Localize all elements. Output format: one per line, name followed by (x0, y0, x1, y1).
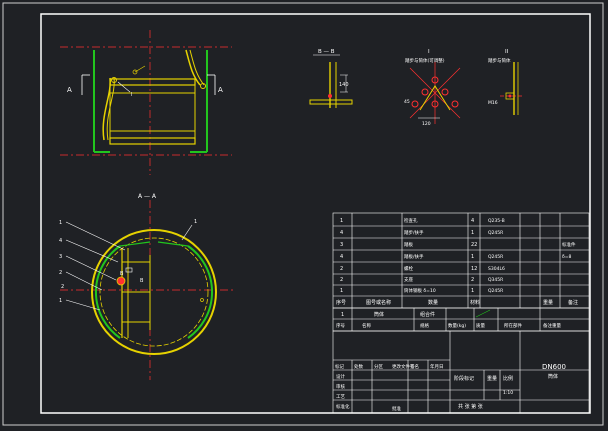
bom-row-no: 2 (340, 277, 343, 283)
bom-row-qty: 4 (471, 218, 474, 224)
bom-row-material: Q245R (488, 254, 503, 260)
plan-dim-left: 2 (61, 284, 64, 290)
detail-1: I 踏步与筒体(可调整) 45 120 (404, 49, 461, 127)
bom-column-labels: 序号 名称 规格 数量(kg) 质量 所在部件 备注重量 (336, 322, 561, 329)
detail2-dimension: M16 (488, 100, 498, 106)
role-label: 标准化 (336, 403, 350, 410)
bom-column-label: 名称 (362, 322, 371, 329)
bom-row-name: 筒体钢板 δ=10 (404, 287, 436, 294)
detail2-title: II (505, 49, 509, 55)
stage-label: 阶段标记 (454, 375, 474, 382)
bom-row-note: 标准件 (562, 241, 576, 248)
bom-row-material: Q245R (488, 288, 503, 294)
plan-callout-3: 3 (59, 254, 62, 260)
bom-column-label: 所在部件 (504, 322, 522, 329)
bom-column-label: 质量 (476, 322, 485, 329)
bom-row-qty: 1 (471, 230, 474, 236)
bom-row-name: 踏板/扶手 (404, 253, 424, 260)
revision-label: 标记 (335, 363, 344, 370)
detail1-dim-a: 45 (404, 99, 410, 105)
scale-label: 比例 (503, 375, 513, 382)
front-view: A A I (60, 30, 232, 175)
bom-row-qty: 2 (471, 277, 474, 283)
plan-callout-4: 2 (59, 270, 62, 276)
bom-header-weight: 重量 (543, 299, 553, 306)
bom-column-label: 序号 (336, 322, 345, 329)
sheet-count: 共 张 第 张 (458, 403, 483, 410)
role-label: 审核 (336, 383, 345, 390)
bom-sub-name: 筒体 (374, 311, 384, 318)
bom-table (332, 212, 590, 309)
bom-row-qty: 12 (471, 266, 477, 272)
bom-row-name: 支座 (404, 276, 413, 283)
bom-header-note: 备注 (568, 299, 578, 306)
bom-row-qty: 1 (471, 254, 474, 260)
plan-callout-5: 1 (59, 298, 62, 304)
role-label: 工艺 (336, 394, 345, 400)
detail2-note: 踏步与筒体 (488, 57, 511, 64)
role-label: 批准 (392, 405, 401, 412)
scale-value: 1:10 (503, 390, 513, 396)
weight-label: 重量 (487, 375, 497, 382)
drawing-subtitle: 筒体 (548, 373, 558, 380)
plan-callout-1: 1 (59, 220, 62, 226)
detail1-title: I (428, 49, 430, 55)
bom-row-qty: 22 (471, 242, 477, 248)
bom-sub-assembly: 组合件 (420, 311, 435, 318)
bom-row-material: Q235-B (488, 218, 505, 224)
bom-row-material: S304L6 (488, 266, 505, 272)
drawing-frame (40, 13, 591, 414)
revision-label: 签名 (410, 363, 419, 370)
revision-label: 更改文件号 (392, 363, 415, 370)
bom-column-label: 规格 (420, 322, 429, 329)
plan-tag-b: B (120, 271, 124, 277)
bom-column-label: 数量(kg) (448, 322, 466, 329)
bom-header-material: 材料 (470, 299, 480, 306)
plan-tag-b2: B (140, 278, 144, 284)
drawing-number: DN600 (542, 363, 566, 371)
bom-column-label: 备注重量 (543, 322, 561, 329)
bom-row-qty: 1 (471, 288, 474, 294)
section-marker-left: A (67, 86, 72, 94)
detail1-note: 踏步与筒体(可调整) (405, 57, 445, 64)
bom-header-no: 序号 (336, 299, 346, 306)
sheet-border (2, 2, 604, 426)
bom-row-material: Q345R (488, 277, 503, 283)
role-label: 设计 (336, 373, 345, 380)
bom-row-name: 踏板 (404, 241, 413, 248)
section-marker-right: A (218, 86, 223, 94)
bom-row-no: 3 (340, 242, 343, 248)
bb-dimension: 140 (339, 82, 349, 88)
bom-row-no: 4 (340, 254, 343, 260)
bom-row-no: 1 (340, 218, 343, 224)
bom-row-no: 1 (340, 288, 343, 294)
bom-header-name: 图号或名称 (366, 299, 391, 306)
plan-view: B B 1 4 3 2 1 1 2 (59, 200, 235, 380)
section-bb-detail: B — B 140 (309, 49, 353, 108)
section-aa-title: A — A (138, 193, 157, 200)
title-block (332, 330, 590, 414)
detail-tag-front: I (131, 92, 132, 98)
revision-label: 年月日 (430, 363, 444, 370)
plan-callout-2: 4 (59, 238, 62, 244)
plan-tag-right: 1 (194, 219, 197, 225)
bom-row-note: δ=8 (562, 254, 572, 260)
bom-row-no: 2 (340, 266, 343, 272)
bom-row-no: 4 (340, 230, 343, 236)
bom-sub-no: 1 (341, 312, 344, 318)
revision-label: 处数 (354, 363, 363, 370)
bom-row-name: 检查孔 (404, 217, 418, 224)
detail1-dim-b: 120 (422, 121, 431, 127)
bom-header-qty: 数量 (428, 299, 438, 306)
bom-row-name: 螺栓 (404, 265, 413, 272)
revision-label: 分区 (374, 363, 383, 370)
bom-row-name: 踏步/扶手 (404, 229, 424, 236)
bom-row-material: Q245R (488, 230, 503, 236)
section-bb-title: B — B (318, 49, 335, 55)
detail-2: II 踏步与筒体 M16 (488, 49, 524, 115)
